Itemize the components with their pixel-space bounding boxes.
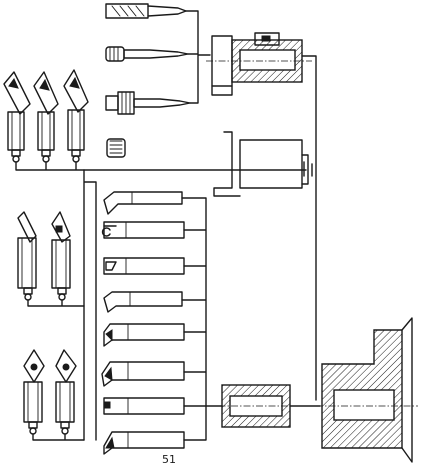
holder-tool-2	[33, 71, 59, 163]
holder-tool-6	[23, 349, 45, 435]
turning-holder-group-3	[23, 349, 85, 441]
boring-bars-column	[101, 191, 207, 455]
boring-bar-7	[103, 397, 185, 415]
turning-holder-group-1	[3, 69, 307, 171]
boring-bar-8	[103, 431, 185, 455]
holder-tool-7	[55, 349, 77, 435]
holder-tool-5	[51, 211, 71, 301]
boring-bar-4	[103, 291, 183, 313]
boring-bar-2	[101, 221, 185, 239]
collet	[106, 138, 126, 158]
turning-holder-group-2	[17, 211, 85, 307]
holder-tool-4	[17, 211, 37, 301]
holder-tool-1	[3, 71, 31, 163]
sleeve-adapter	[205, 384, 321, 428]
boring-bar-holder	[213, 131, 313, 197]
axial-tool-holder	[206, 32, 317, 401]
drill-tool	[105, 3, 187, 19]
boring-bar-3	[103, 257, 185, 275]
boring-bar-1	[103, 191, 183, 215]
holder-tool-3	[63, 69, 89, 163]
boring-bar-5	[103, 323, 185, 347]
boring-bar-6	[101, 361, 185, 387]
figure-label: 51	[162, 453, 176, 466]
spindle	[316, 317, 418, 463]
tap-tool	[105, 91, 191, 115]
reamer-tool	[105, 46, 189, 62]
axial-tools-group	[105, 3, 211, 158]
